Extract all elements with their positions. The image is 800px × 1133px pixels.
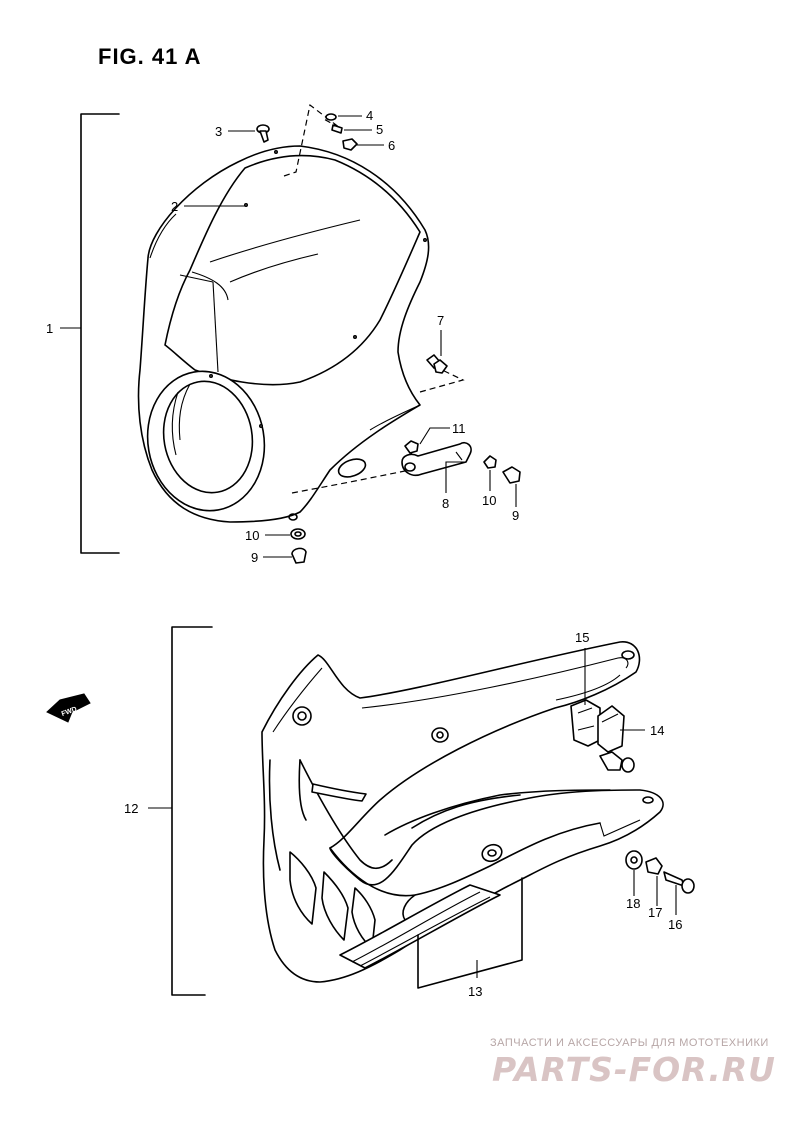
- figure-title: FIG. 41 A: [98, 44, 202, 69]
- bracket-8: [401, 441, 472, 477]
- lower-cowl: [261, 641, 664, 983]
- callout-numbers: 1 2 3 4 5 6 7 11 8 10 9 10 9 15 14 12 18…: [46, 108, 682, 999]
- callout-3: 3: [215, 124, 222, 139]
- callout-9-lower: 9: [251, 550, 258, 565]
- group-bracket-12: [148, 626, 213, 996]
- fwd-arrow-icon: FWD: [46, 693, 91, 723]
- group-bracket-1: [60, 113, 120, 554]
- washer-10-right: [483, 455, 497, 469]
- bolt-7: [426, 354, 448, 374]
- callout-4: 4: [366, 108, 373, 123]
- callout-8: 8: [442, 496, 449, 511]
- bolt-9-lower: [291, 547, 307, 564]
- callout-18: 18: [626, 896, 640, 911]
- washer-18: [625, 850, 643, 870]
- nut-11: [404, 440, 419, 454]
- bolt-16: [663, 871, 695, 894]
- watermark-logo: PARTS-FOR.RU: [492, 1050, 776, 1089]
- callout-16: 16: [668, 917, 682, 932]
- headlight-cowl: [137, 145, 430, 523]
- part-13-indicator: [417, 877, 523, 989]
- leader-lines-lower: [584, 648, 677, 915]
- callout-9-right: 9: [512, 508, 519, 523]
- callout-13: 13: [468, 984, 482, 999]
- callout-17: 17: [648, 905, 662, 920]
- watermark-caption: ЗАПЧАСТИ И АКСЕССУАРЫ ДЛЯ МОТОТЕХНИКИ: [490, 1037, 769, 1049]
- callout-10-lower: 10: [245, 528, 259, 543]
- callout-2: 2: [171, 199, 178, 214]
- callout-11: 11: [452, 421, 466, 436]
- callout-6: 6: [388, 138, 395, 153]
- callout-5: 5: [376, 122, 383, 137]
- grommet-5: [331, 124, 343, 134]
- bolt-14-screw: [599, 751, 635, 773]
- washer-17: [645, 857, 663, 875]
- washer-10-lower: [290, 528, 306, 540]
- nut-6: [342, 138, 358, 151]
- callout-15: 15: [575, 630, 589, 645]
- callout-7: 7: [437, 313, 444, 328]
- callout-10-right: 10: [482, 493, 496, 508]
- callout-1: 1: [46, 321, 53, 336]
- bracket-14: [597, 705, 625, 753]
- callout-14: 14: [650, 723, 664, 738]
- washer-4: [325, 113, 337, 121]
- leader-lines-upper: [184, 115, 517, 558]
- screw-3: [256, 124, 270, 143]
- callout-12: 12: [124, 801, 138, 816]
- clip-15: [570, 699, 601, 747]
- bolt-9-right: [502, 466, 521, 484]
